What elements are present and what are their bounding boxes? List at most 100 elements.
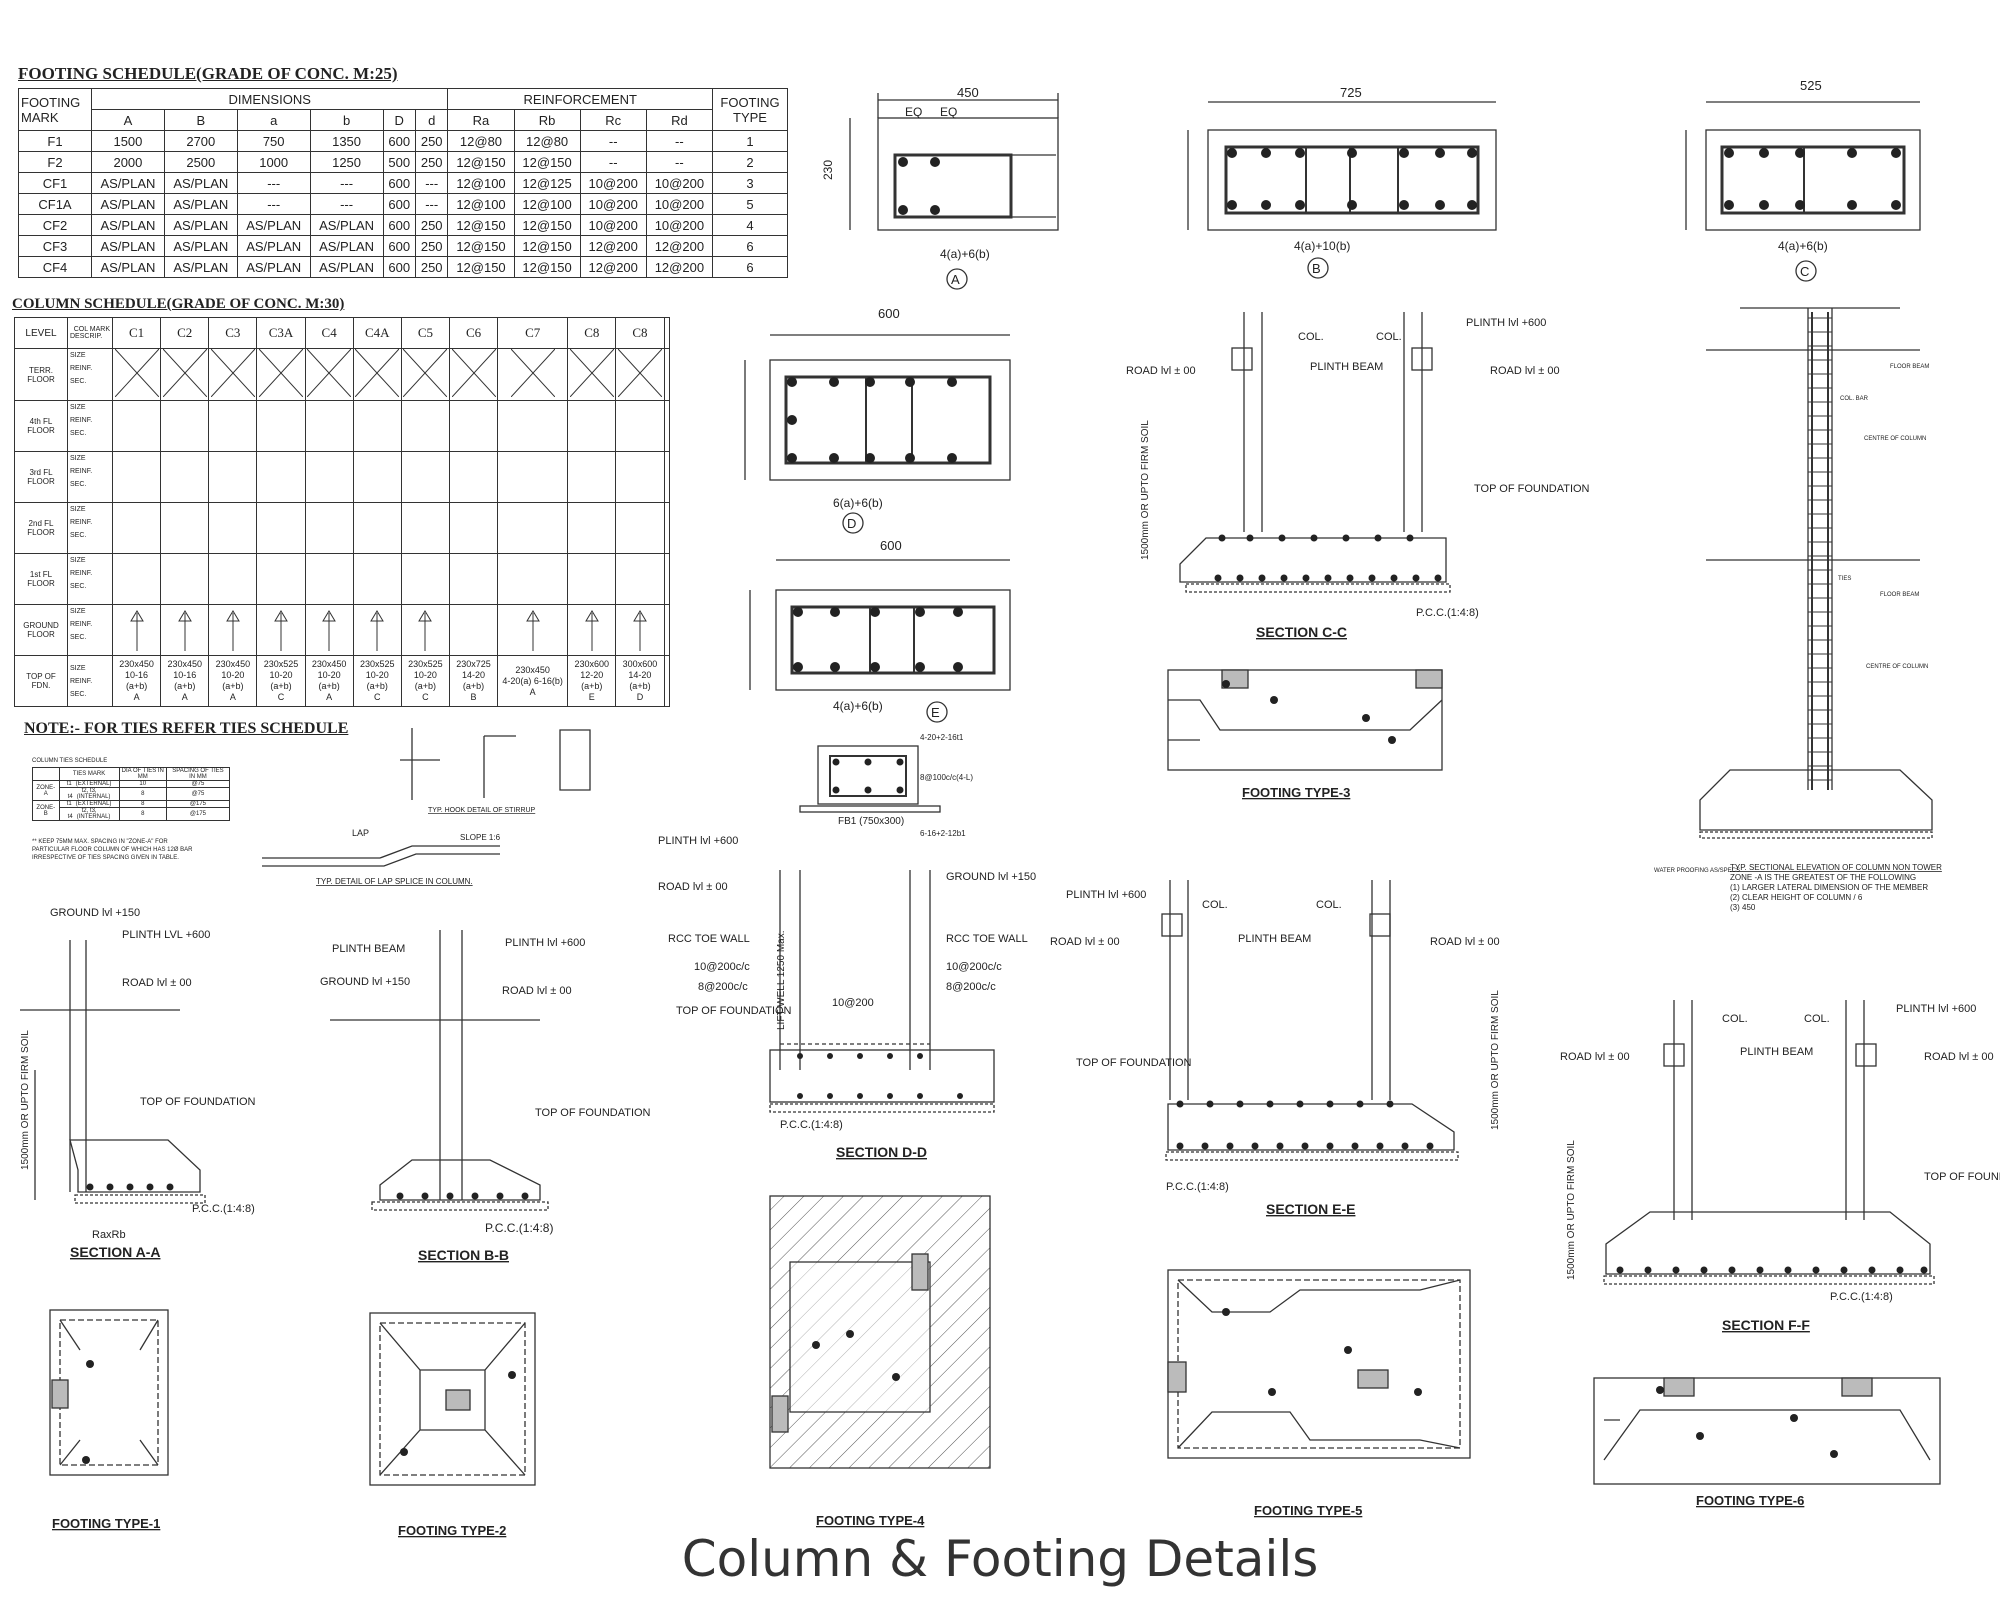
cs-level-label: 1st FL FLOOR xyxy=(14,553,68,605)
dd-bar10: 10@200c/c xyxy=(694,961,750,973)
table-cell: 2700 xyxy=(163,130,238,152)
cs-cell xyxy=(160,553,210,605)
dd-rcc-right: RCC TOE WALL xyxy=(946,933,1028,945)
cs-cell xyxy=(208,502,258,554)
cs-cell xyxy=(400,348,450,401)
cs-size: 230x450 xyxy=(215,659,251,669)
up-arrow-icon xyxy=(177,609,192,651)
table-cell: AS/PLAN xyxy=(163,214,238,236)
bb-road-label: ROAD lvl ± 00 xyxy=(502,985,572,997)
elevation-zone-note: ZONE -A IS THE GREATEST OF THE FOLLOWING xyxy=(1730,873,1916,882)
cs-cell xyxy=(497,604,569,656)
cs-cell xyxy=(304,348,354,401)
cs-col-header: C5 xyxy=(400,317,450,349)
section-a-vdim: 230 xyxy=(821,160,835,180)
cs-cell xyxy=(497,400,569,452)
cc-road-right: ROAD lvl ± 00 xyxy=(1490,365,1560,377)
table-cell: --- xyxy=(414,193,449,215)
dd-road: ROAD lvl ± 00 xyxy=(658,881,728,893)
elevation-item-1: (1) LARGER LATERAL DIMENSION OF THE MEMB… xyxy=(1730,883,1928,892)
section-e-caption: 4(a)+6(b) xyxy=(833,699,883,713)
cs-cell xyxy=(160,604,210,656)
section-e-letter: E xyxy=(931,705,940,720)
up-arrow-icon xyxy=(584,609,599,651)
section-bb-title: SECTION B-B xyxy=(418,1247,509,1263)
cc-topfound: TOP OF FOUNDATION xyxy=(1474,483,1590,495)
table-cell: 12@150 xyxy=(447,256,515,278)
footing-type-3-plan xyxy=(1167,669,1443,771)
bb-topfound-label: TOP OF FOUNDATION xyxy=(535,1107,651,1119)
aa-plinth-label: PLINTH LVL +600 xyxy=(122,929,210,941)
section-cc-drawing xyxy=(1179,312,1451,593)
cs-cell xyxy=(352,553,402,605)
section-d-letter: D xyxy=(847,516,856,531)
footing-type-1-title: FOOTING TYPE-1 xyxy=(52,1516,160,1531)
aa-road-label: ROAD lvl ± 00 xyxy=(122,977,192,989)
footing-schedule-table: FOOTING MARK DIMENSIONS REINFORCEMENT FO… xyxy=(18,88,788,278)
hook-detail-sketches xyxy=(400,728,591,800)
table-cell: 12@150 xyxy=(447,235,515,257)
section-aa-title: SECTION A-A xyxy=(70,1244,160,1260)
cs-desc-line: SEC. xyxy=(70,378,87,385)
cc-col-right: COL. xyxy=(1376,331,1402,343)
cs-reinf2: (a+b) xyxy=(629,681,651,691)
elevation-item-3: (3) 450 xyxy=(1730,903,1756,912)
cs-cell xyxy=(497,348,569,401)
cs-col-header: C8 xyxy=(615,317,665,349)
table-cell: 12@125 xyxy=(513,172,581,194)
section-bb-drawing xyxy=(330,930,549,1211)
table-cell: AS/PLAN xyxy=(163,172,238,194)
table-cell: @175 xyxy=(165,807,231,821)
fb1-top-bars: 4-20+2-16t1 xyxy=(920,733,964,742)
dd-bar8: 8@200c/c xyxy=(698,981,748,993)
ties-kind: (EXTERNAL) xyxy=(75,801,112,807)
table-cell: --- xyxy=(309,172,384,194)
table-cell: F2 xyxy=(18,151,92,173)
cs-cell xyxy=(615,348,665,401)
ties-mark: t1 xyxy=(66,801,72,807)
cross-mark xyxy=(114,348,159,398)
cross-mark xyxy=(569,348,615,398)
table-cell: AS/PLAN xyxy=(309,256,384,278)
cc-plinth: PLINTH lvl +600 xyxy=(1466,317,1546,329)
aa-firm-label: 1500mm OR UPTO FIRM SOIL xyxy=(20,1030,31,1170)
cs-cell xyxy=(497,553,569,605)
cs-reinf2: (a+b) xyxy=(222,681,244,691)
cs-cell xyxy=(567,502,617,554)
section-cc-title: SECTION C-C xyxy=(1256,624,1347,640)
bb-pcc-label: P.C.C.(1:4:8) xyxy=(485,1221,553,1235)
cs-corner-top: COL MARK xyxy=(73,326,110,333)
up-arrow-icon xyxy=(633,609,647,651)
table-cell: 12@100 xyxy=(513,193,581,215)
cs-cell xyxy=(352,348,402,401)
cs-reinf: 10-20 xyxy=(365,670,389,680)
cs-desc-line: REINF. xyxy=(70,365,93,372)
ee-pcc: P.C.C.(1:4:8) xyxy=(1166,1181,1229,1193)
ff-plinthbeam: PLINTH BEAM xyxy=(1740,1046,1813,1058)
table-cell: 10@200 xyxy=(579,214,647,236)
footing-type-1-plan xyxy=(49,1309,169,1476)
cs-col-header: C7 xyxy=(497,317,569,349)
elevation-floor-beam: FLOOR BEAM xyxy=(1890,364,1929,370)
ties-mark: t2, t3, t4 xyxy=(67,788,97,800)
section-a-letter: A xyxy=(951,272,960,287)
table-cell: 12@200 xyxy=(645,256,714,278)
cs-cell xyxy=(111,400,162,452)
cs-cell xyxy=(111,553,162,605)
table-cell: AS/PLAN xyxy=(236,256,311,278)
fs-header-mark: FOOTING MARK xyxy=(18,88,92,131)
table-cell: 12@200 xyxy=(579,256,647,278)
ties-schedule-title: COLUMN TIES SCHEDULE xyxy=(32,758,108,764)
bb-plinth-label: PLINTH lvl +600 xyxy=(505,937,585,949)
cc-col-left: COL. xyxy=(1298,331,1324,343)
table-cell: --- xyxy=(414,172,449,194)
elevation-ties: TIES xyxy=(1838,576,1851,582)
